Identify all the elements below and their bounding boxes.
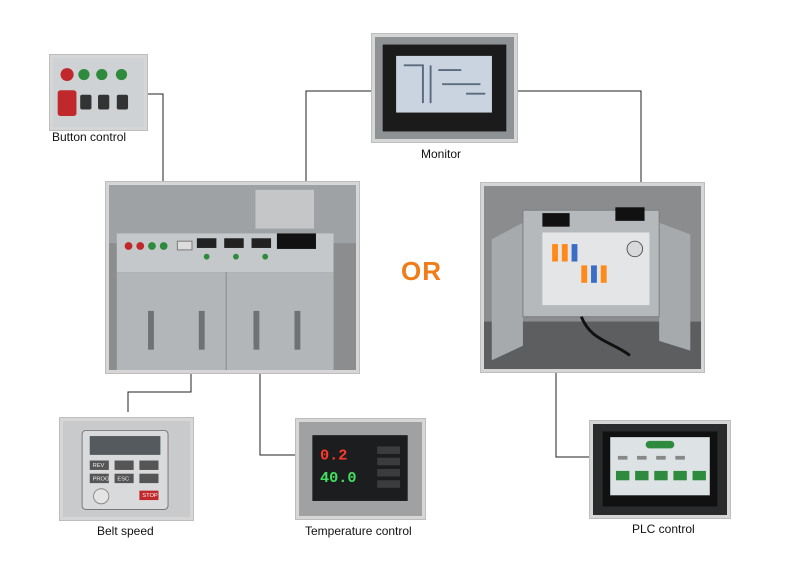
stop-key: [139, 490, 159, 501]
emergency-stop-icon: [57, 90, 77, 116]
temperature-control-photo: 0.2 40.0: [296, 419, 425, 519]
small-screen: [542, 213, 570, 227]
console-photo: [106, 182, 359, 373]
connector-plc: [555, 372, 590, 458]
monitor-photo: [372, 34, 517, 142]
right-door: [659, 222, 691, 351]
sv-readout: 40.0: [320, 469, 357, 487]
inverter-display: [89, 436, 161, 455]
temperature-control-caption: Temperature control: [305, 524, 412, 538]
button-control-caption: Button control: [52, 130, 127, 144]
selector-switch-icon: [80, 94, 92, 110]
small-screen: [615, 207, 645, 221]
rev-key-label: REV: [93, 463, 105, 469]
button-control-photo: [50, 55, 147, 130]
cabinet-photo: [481, 183, 704, 372]
selector-switch-icon: [116, 94, 129, 110]
pv-readout: 0.2: [320, 447, 347, 465]
plc-control-photo: [590, 421, 730, 518]
left-door: [491, 222, 523, 361]
green-indicator-icon: [96, 69, 108, 81]
speed-knob-icon: [93, 488, 110, 505]
esc-key-label: ESC: [117, 476, 129, 482]
green-indicator-icon: [115, 69, 128, 81]
belt-speed-photo: REV PROG ESC STOP: [60, 418, 193, 520]
belt-speed-caption: Belt speed: [97, 524, 154, 538]
indicator-buttons: [60, 68, 128, 81]
selector-switch-icon: [98, 94, 110, 110]
temperature-controller: [312, 435, 408, 501]
plc-control-caption: PLC control: [632, 522, 695, 536]
red-indicator-icon: [60, 68, 74, 81]
stop-key-label: STOP: [142, 493, 158, 499]
or-label: OR: [401, 256, 442, 286]
green-indicator-icon: [78, 69, 90, 81]
prog-key-label: PROG: [93, 476, 110, 482]
monitor-caption: Monitor: [421, 147, 462, 161]
